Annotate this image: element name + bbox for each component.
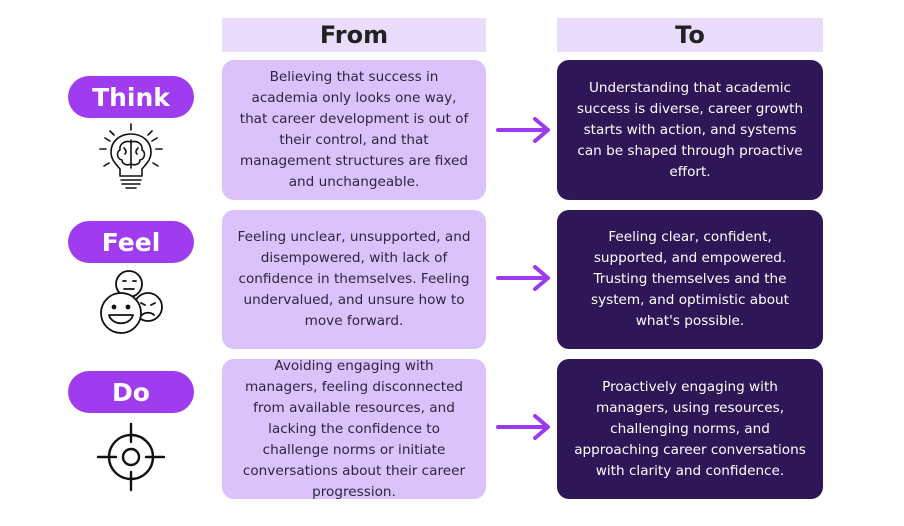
from-column-header: From bbox=[222, 18, 486, 52]
crosshair-target-icon bbox=[96, 422, 166, 492]
do-label-pill: Do bbox=[68, 371, 194, 413]
feel-from-box: Feeling unclear, unsupported, and disemp… bbox=[222, 210, 486, 349]
feel-label-pill: Feel bbox=[68, 221, 194, 263]
feel-arrow-icon bbox=[495, 263, 553, 293]
do-to-box: Proactively engaging with managers, usin… bbox=[557, 359, 823, 499]
to-column-header: To bbox=[557, 18, 823, 52]
do-from-box: Avoiding engaging with managers, feeling… bbox=[222, 358, 486, 500]
do-arrow-icon bbox=[495, 412, 553, 442]
think-from-box: Believing that success in academia only … bbox=[222, 60, 486, 200]
brain-lightbulb-icon bbox=[96, 122, 166, 192]
feel-to-box: Feeling clear, confident, supported, and… bbox=[557, 210, 823, 349]
think-to-box: Understanding that academic success is d… bbox=[557, 60, 823, 200]
think-arrow-icon bbox=[495, 115, 553, 145]
think-label-pill: Think bbox=[68, 76, 194, 118]
faces-emotion-icon bbox=[96, 268, 166, 338]
